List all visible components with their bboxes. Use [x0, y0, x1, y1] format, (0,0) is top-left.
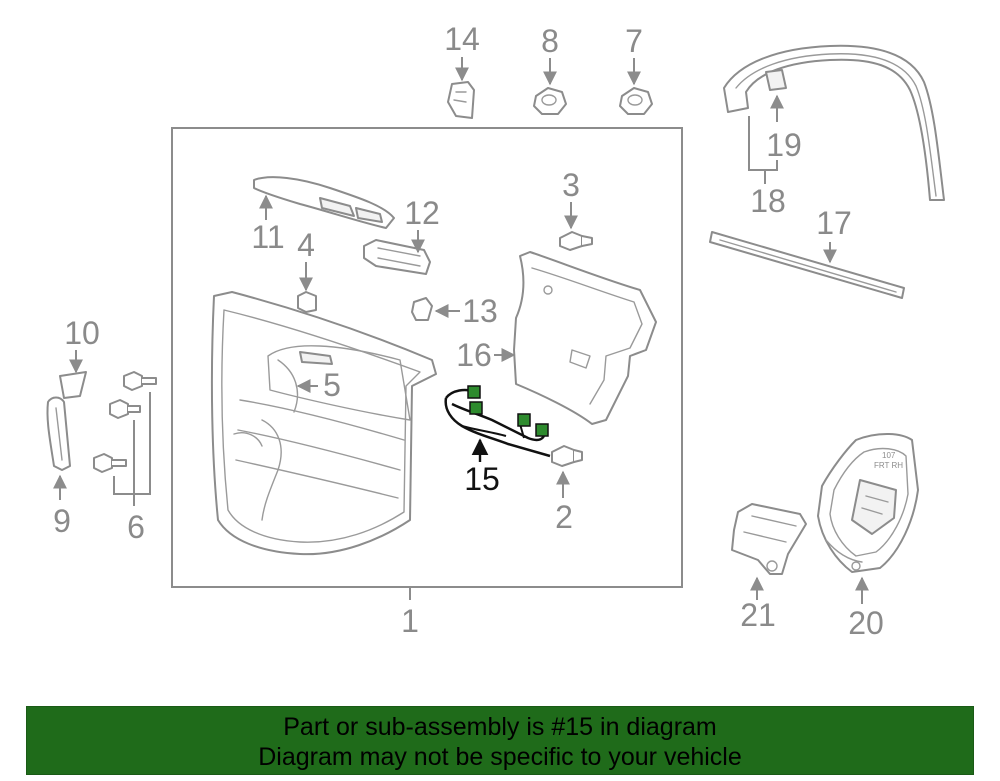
callout-5: 5: [323, 367, 341, 403]
part-16-water-shield: [513, 251, 657, 425]
callout-7: 7: [625, 23, 643, 59]
leader-6: [113, 392, 151, 495]
callout-11: 11: [251, 219, 284, 255]
part-10-cap: [59, 371, 87, 399]
callout-18: 18: [750, 183, 786, 219]
callout-21: 21: [740, 597, 776, 633]
callout-16: 16: [456, 337, 492, 373]
callout-19: 19: [766, 127, 802, 163]
callout-20: 20: [848, 605, 884, 641]
callout-10: 10: [64, 315, 100, 351]
callout-14: 14: [444, 21, 480, 57]
callout-15: 15: [464, 461, 500, 497]
part-8-nut: [533, 87, 567, 115]
callout-17: 17: [816, 205, 852, 241]
leader-18-bracket: [748, 116, 778, 171]
callout-1: 1: [401, 603, 419, 639]
callout-2: 2: [555, 499, 573, 535]
parts-diagram: 1 14 8 7 19 18 17 11: [46, 21, 945, 641]
banner-line-2: Diagram may not be specific to your vehi…: [258, 743, 742, 771]
part-21-bracket: [731, 503, 807, 575]
part-14-clip: [447, 81, 475, 119]
part-17-belt-strip: [709, 231, 905, 299]
callout-3: 3: [562, 167, 580, 203]
callout-13: 13: [462, 293, 498, 329]
info-banner: Part or sub-assembly is #15 in diagram D…: [26, 706, 974, 775]
part-18-weatherstrip: [723, 44, 945, 201]
callout-6: 6: [127, 509, 145, 545]
part-15-wiring-harness: [444, 385, 551, 458]
callout-12: 12: [404, 195, 440, 231]
assembly-frame: [171, 127, 683, 588]
part-13-cap: [411, 297, 433, 321]
part-7-nut: [619, 87, 653, 115]
part-4-clip: [297, 291, 317, 313]
part-20-housing: 107 FRT RH: [817, 433, 919, 573]
banner-line-1: Part or sub-assembly is #15 in diagram: [283, 713, 717, 741]
door-trim-panel: [210, 291, 437, 556]
part-2-bolt: [551, 445, 583, 467]
housing-label-a: 107: [882, 451, 896, 460]
part-11-bezel: [253, 176, 395, 229]
callout-9: 9: [53, 503, 71, 539]
callout-4: 4: [297, 227, 315, 263]
part-12-switch: [363, 239, 431, 275]
part-19-clip: [765, 69, 787, 91]
housing-label-b: FRT RH: [874, 461, 903, 470]
callout-8: 8: [541, 23, 559, 59]
part-9-pull-handle: [46, 396, 71, 471]
part-3-bolt: [559, 231, 593, 251]
part-6-screws: [93, 371, 157, 473]
